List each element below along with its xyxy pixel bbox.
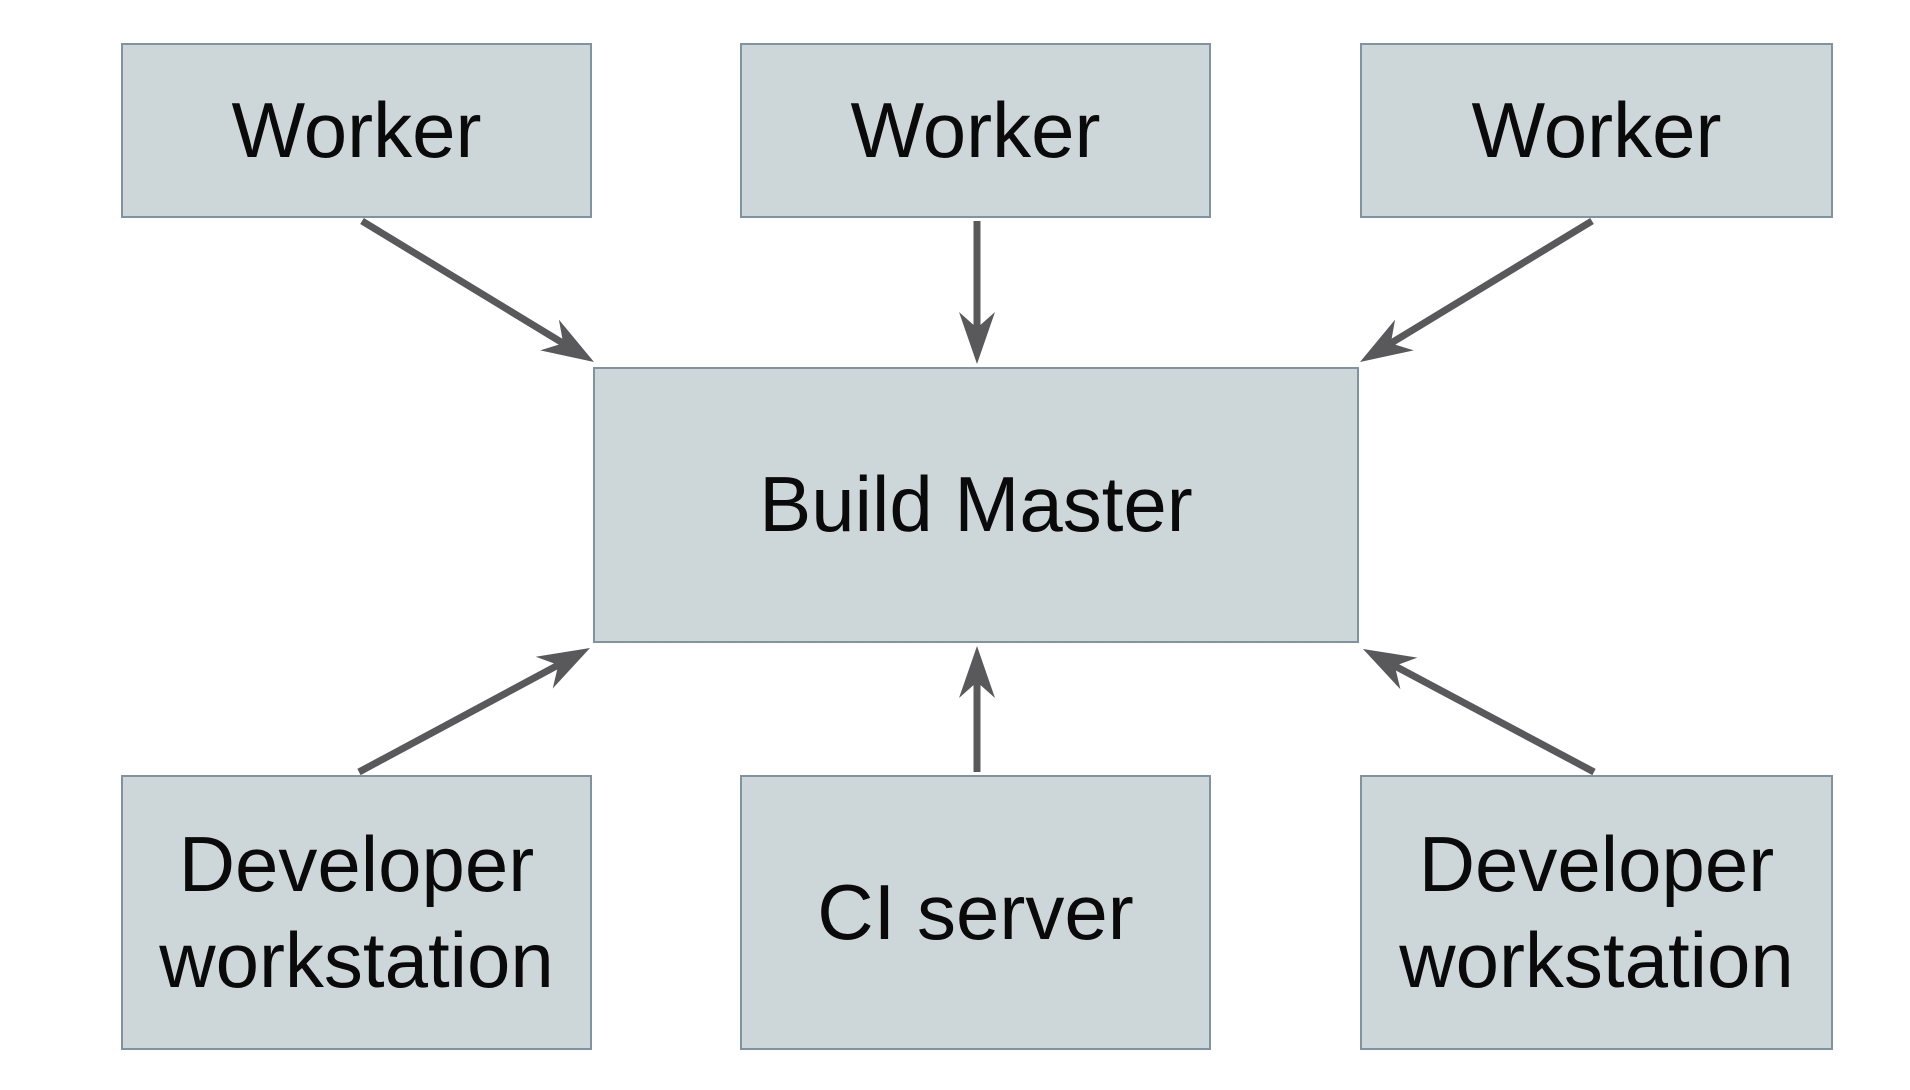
node-worker-3-label: Worker xyxy=(1471,85,1722,174)
node-ci-server: CI server xyxy=(740,775,1211,1050)
arrow-developer-workstation-right-to-build-master xyxy=(1363,649,1596,776)
arrow-developer-workstation-right-to-build-master-head xyxy=(1363,649,1418,690)
arrow-worker-3-to-build-master xyxy=(1360,218,1594,362)
node-worker-1: Worker xyxy=(121,43,592,218)
node-developer-workstation-left-label: Developer workstation xyxy=(159,820,554,1004)
node-ci-server-label: CI server xyxy=(817,867,1134,956)
arrow-worker-1-to-build-master xyxy=(360,218,594,362)
node-developer-workstation-left: Developer workstation xyxy=(121,775,592,1050)
node-build-master: Build Master xyxy=(593,367,1359,643)
arrow-worker-1-to-build-master-head xyxy=(540,319,594,362)
arrow-worker-3-to-build-master-head xyxy=(1360,319,1414,362)
node-developer-workstation-right-label: Developer workstation xyxy=(1399,820,1794,1004)
arrow-ci-server-to-build-master-head xyxy=(959,646,995,698)
arrow-developer-workstation-left-to-build-master-head xyxy=(535,648,590,689)
node-worker-2-label: Worker xyxy=(850,85,1101,174)
arrow-worker-2-to-build-master-head xyxy=(959,312,995,364)
node-build-master-label: Build Master xyxy=(759,460,1193,549)
arrow-ci-server-to-build-master xyxy=(959,646,995,772)
arrow-developer-workstation-left-to-build-master xyxy=(357,648,590,776)
arrow-worker-2-to-build-master xyxy=(959,221,995,364)
node-worker-2: Worker xyxy=(740,43,1211,218)
node-worker-3: Worker xyxy=(1360,43,1833,218)
node-developer-workstation-right: Developer workstation xyxy=(1360,775,1833,1050)
node-worker-1-label: Worker xyxy=(231,85,482,174)
